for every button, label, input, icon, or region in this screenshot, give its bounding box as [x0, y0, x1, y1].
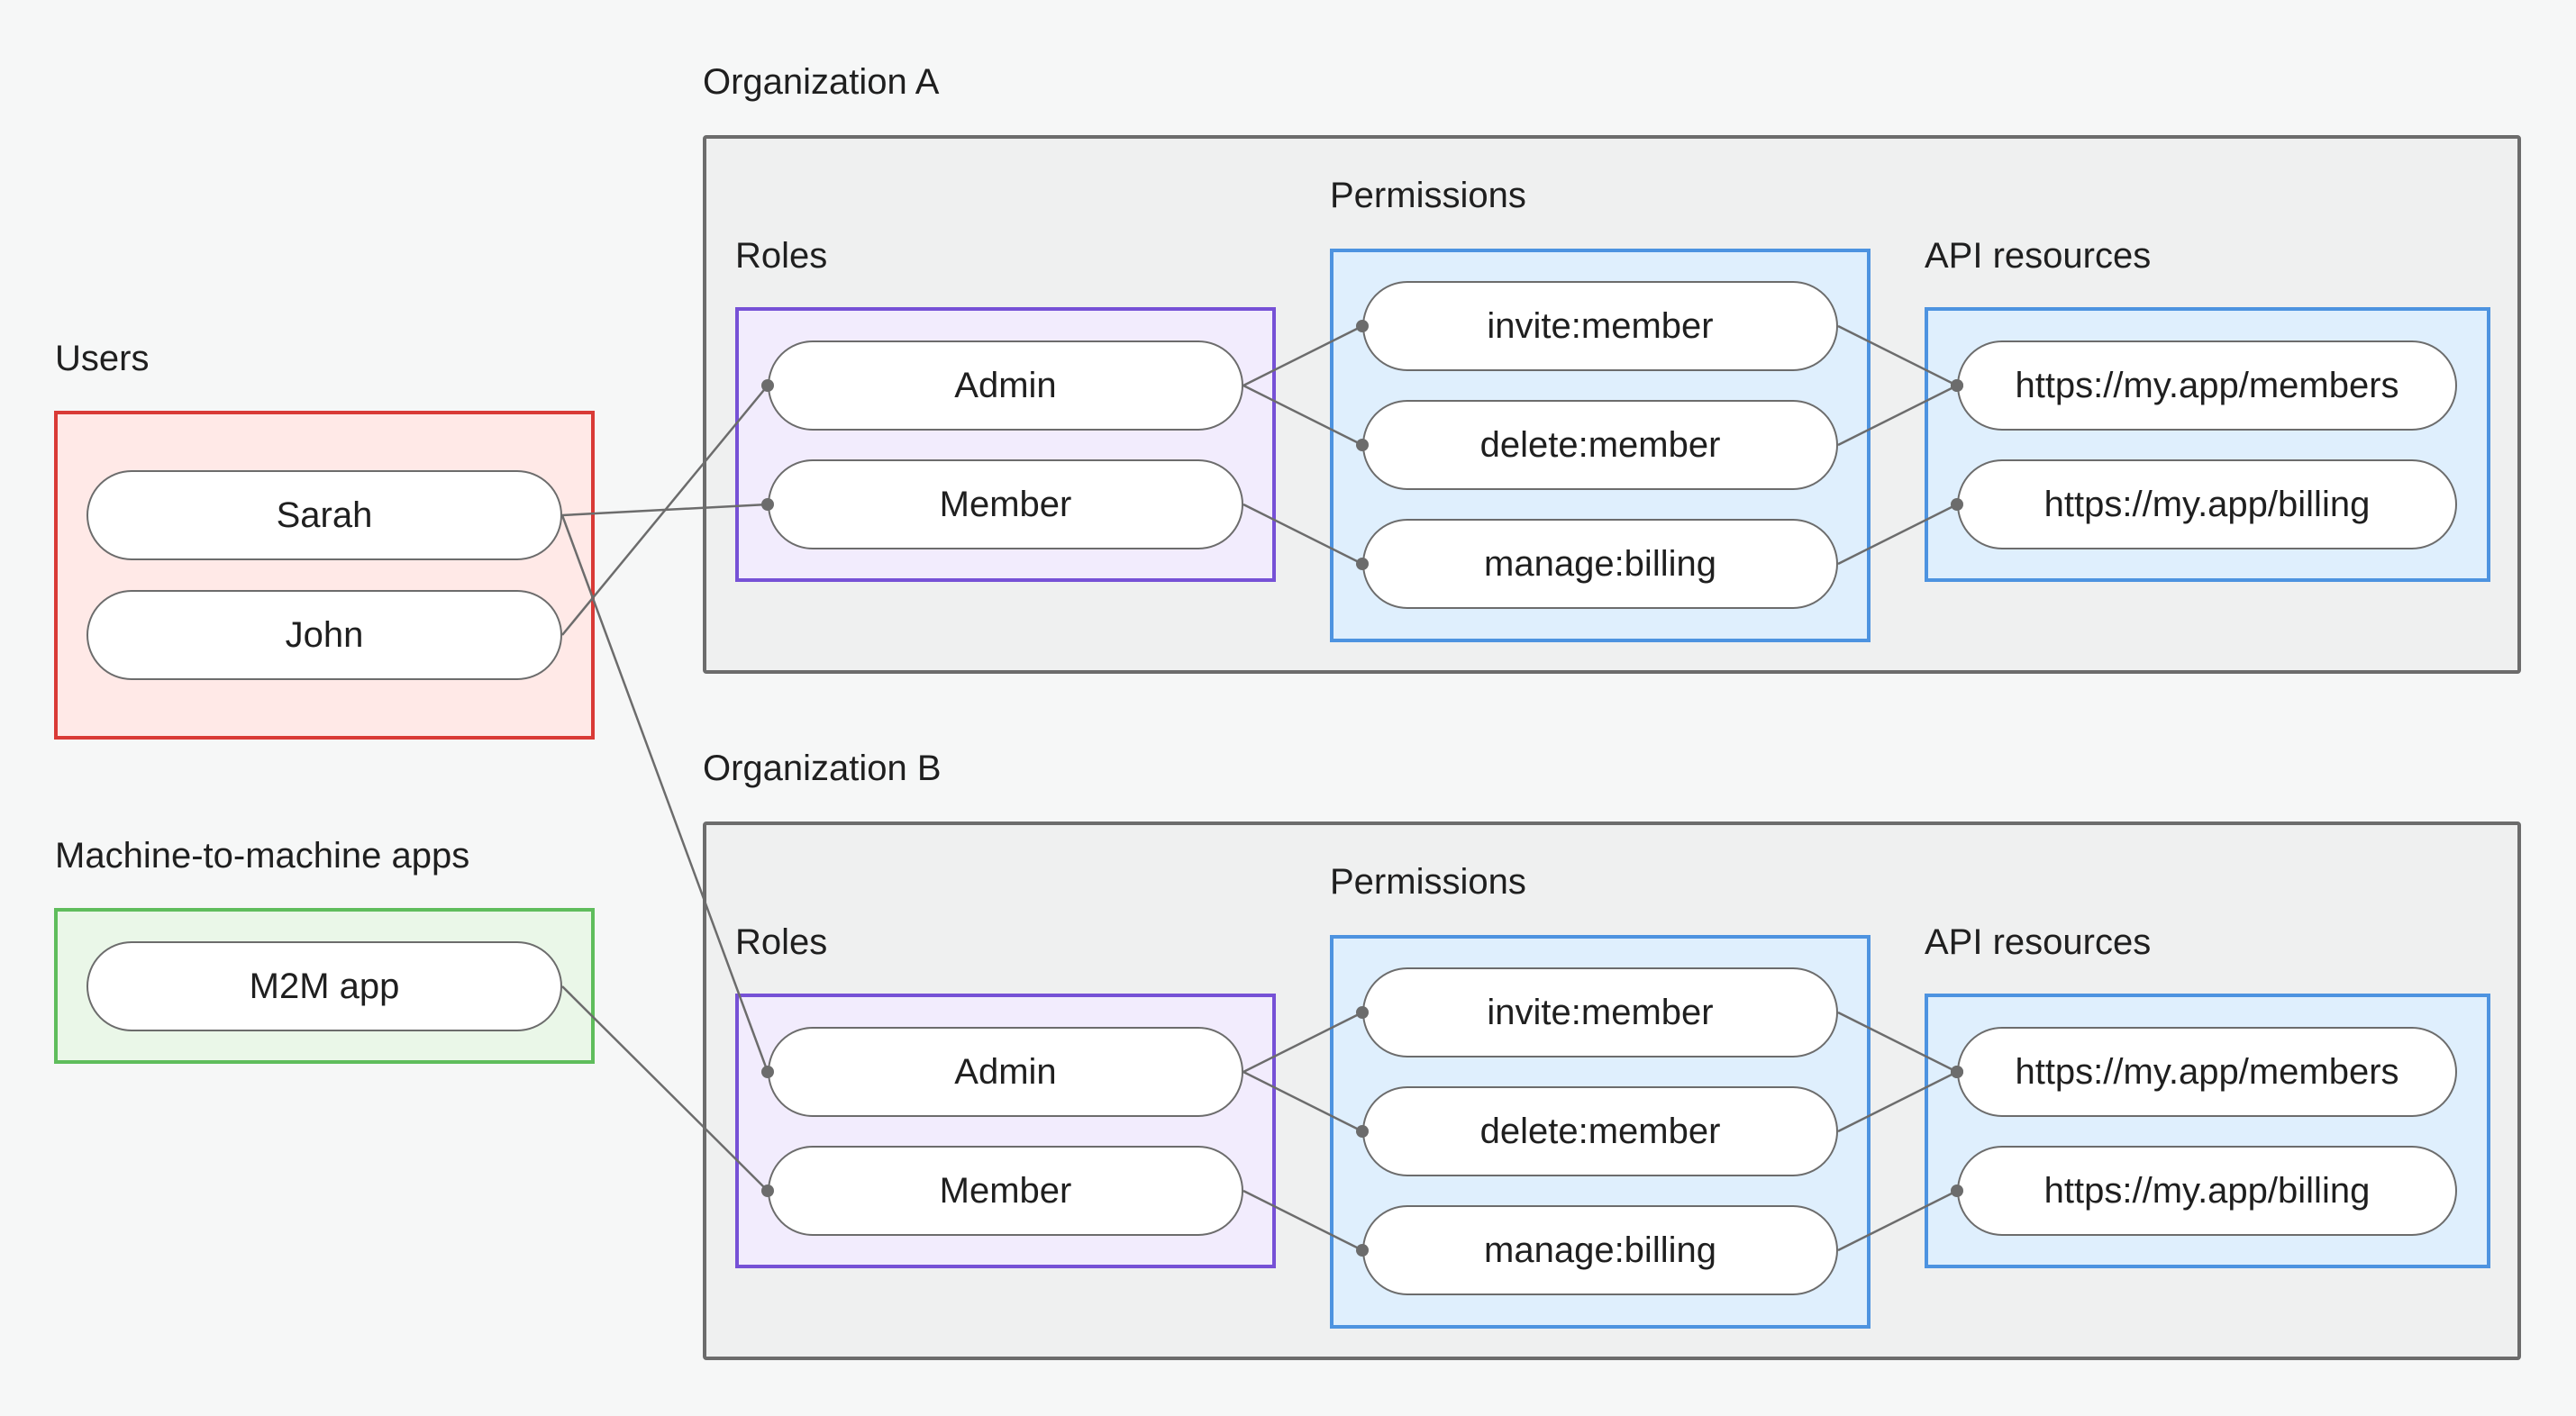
org-b-resources-title: API resources — [1925, 922, 2152, 962]
org-b-permission-invite-member-label: invite:member — [1487, 992, 1714, 1032]
org-a-role-admin-label: Admin — [954, 365, 1057, 405]
org-a-resource-billing-label: https://my.app/billing — [2044, 484, 2371, 524]
org-a-resource-billing[interactable]: https://my.app/billing — [1957, 459, 2457, 549]
org-a-permission-manage-billing-label: manage:billing — [1484, 543, 1716, 584]
org-a-permissions-title: Permissions — [1330, 176, 1526, 215]
org-b-role-admin[interactable]: Admin — [768, 1027, 1243, 1117]
org-a-permission-delete-member-label: delete:member — [1479, 424, 1721, 465]
org-a-resources-title: API resources — [1925, 236, 2152, 276]
org-b-role-member-label: Member — [939, 1170, 1072, 1211]
org-b-permission-invite-member[interactable]: invite:member — [1362, 967, 1838, 1057]
user-john[interactable]: John — [86, 590, 562, 680]
user-john-label: John — [285, 614, 364, 655]
users-group — [54, 411, 595, 740]
org-a-permission-invite-member-label: invite:member — [1487, 305, 1714, 346]
users-title: Users — [55, 339, 150, 378]
org-b-title: Organization B — [703, 749, 942, 788]
org-b-permission-delete-member[interactable]: delete:member — [1362, 1086, 1838, 1176]
user-sarah-label: Sarah — [276, 495, 373, 535]
m2m-app-label: M2M app — [249, 966, 400, 1006]
org-b-permission-delete-member-label: delete:member — [1479, 1111, 1721, 1151]
org-b-resource-members-label: https://my.app/members — [2015, 1051, 2399, 1092]
org-b-permissions-title: Permissions — [1330, 862, 1526, 902]
org-a-resource-members-label: https://my.app/members — [2015, 365, 2399, 405]
org-a-title: Organization A — [703, 62, 940, 102]
org-b-permission-manage-billing[interactable]: manage:billing — [1362, 1205, 1838, 1295]
org-a-role-admin[interactable]: Admin — [768, 340, 1243, 431]
org-b-roles-title: Roles — [735, 922, 828, 962]
org-a-permission-invite-member[interactable]: invite:member — [1362, 281, 1838, 371]
org-b-resource-billing-label: https://my.app/billing — [2044, 1170, 2371, 1211]
org-a-resource-members[interactable]: https://my.app/members — [1957, 340, 2457, 431]
org-b-resource-members[interactable]: https://my.app/members — [1957, 1027, 2457, 1117]
org-a-role-member[interactable]: Member — [768, 459, 1243, 549]
org-a-permission-delete-member[interactable]: delete:member — [1362, 400, 1838, 490]
org-a-roles-title: Roles — [735, 236, 828, 276]
m2m-app[interactable]: M2M app — [86, 941, 562, 1031]
org-b-permission-manage-billing-label: manage:billing — [1484, 1230, 1716, 1270]
user-sarah[interactable]: Sarah — [86, 470, 562, 560]
org-a-role-member-label: Member — [939, 484, 1072, 524]
org-b-role-admin-label: Admin — [954, 1051, 1057, 1092]
m2m-title: Machine-to-machine apps — [55, 836, 470, 876]
org-a-permission-manage-billing[interactable]: manage:billing — [1362, 519, 1838, 609]
org-b-resource-billing[interactable]: https://my.app/billing — [1957, 1146, 2457, 1236]
org-b-role-member[interactable]: Member — [768, 1146, 1243, 1236]
